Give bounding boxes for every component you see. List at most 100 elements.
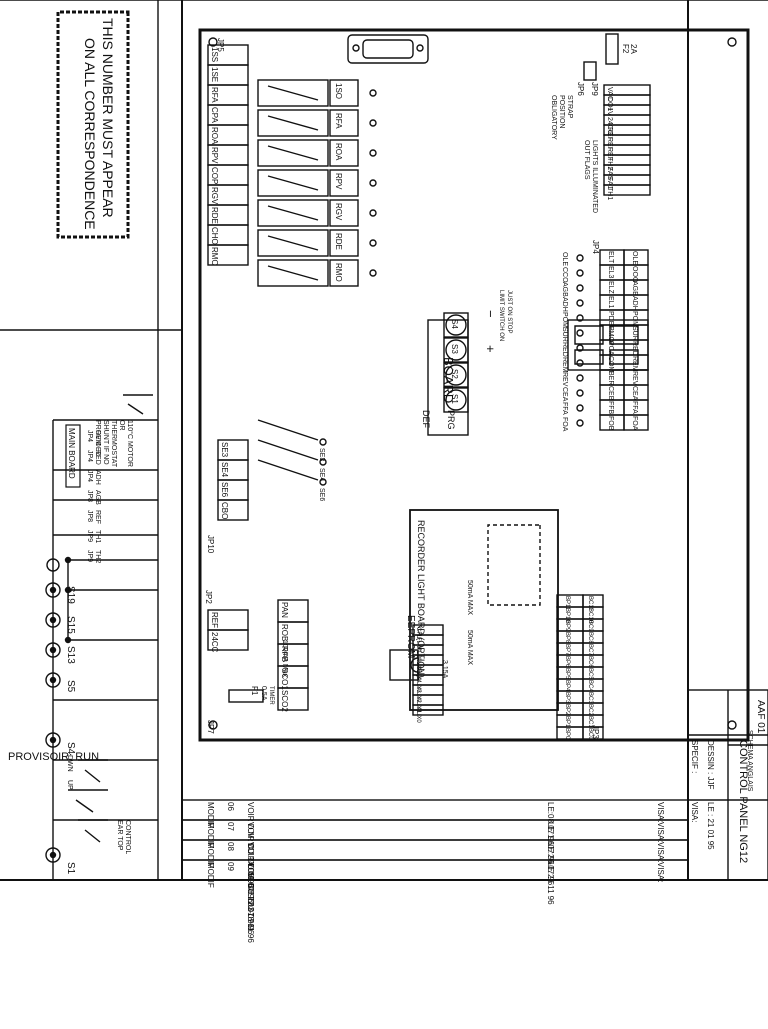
label-s13: S13: [65, 646, 76, 664]
button-label: S2: [450, 369, 459, 379]
jp5-terminal-label: 1SS: [210, 47, 219, 62]
jp9-terminal-label: DO1: [606, 97, 613, 112]
jp3-terminal-strip: BP11BP10BP9BP8BP7BP6BP5BP4BP3BP2BP1BP0BC…: [556, 594, 604, 740]
jp3-bc-label: BC0: [587, 728, 593, 740]
jp-row-label: JP8: [86, 490, 93, 502]
jp4-led-label: CEA: [561, 387, 568, 402]
relay-coil: [257, 199, 329, 227]
def-label: DEF: [421, 410, 431, 429]
eprom-right-chip: [487, 524, 541, 606]
jp9-terminal-label: REF: [606, 137, 613, 151]
jp9-terminal-label: TH2: [606, 157, 613, 170]
left-circuit: [45, 394, 158, 880]
fuse-f1: [228, 689, 264, 703]
jp9-terminal-label: 24CC: [606, 117, 613, 135]
jp3-bp-label: BP1: [564, 716, 570, 728]
jp9-terminal-label: TH1: [606, 187, 613, 200]
seven-segment-display: [567, 319, 649, 371]
jp10-terminal-label: SE4: [220, 462, 229, 478]
relay-coil: [257, 169, 329, 197]
button-circle[interactable]: [445, 389, 467, 411]
jp4-led: [576, 314, 584, 322]
fuse-f1-type: TIMER: [268, 686, 274, 705]
revision-row: [181, 839, 689, 861]
signal-row-label: TH2: [94, 550, 101, 563]
terminal-s19: [45, 582, 61, 598]
fuse-f2-label: F2: [621, 44, 630, 54]
jp10-terminal-label: CBO: [220, 502, 229, 519]
label-dwn: DWN: [66, 755, 73, 772]
recorder-title: RECORDER LIGHT BOARD (OPTION): [416, 520, 426, 678]
jp4-terminal-label: OLE: [631, 251, 638, 265]
relay-label: ROA: [334, 143, 343, 161]
revision-row: [181, 859, 689, 881]
revision-visa: VISA:: [656, 822, 665, 842]
revision-num: 08: [226, 842, 235, 851]
revision-visa: VISA:: [656, 802, 665, 822]
jp9-terminal-label: VAC: [606, 87, 613, 101]
button-circle[interactable]: [445, 364, 467, 386]
jp4-terminal-label: ELZ: [607, 281, 614, 295]
revision-num: 09: [226, 862, 235, 871]
motor-note-line: THERMOSTAT: [110, 420, 117, 468]
jp9-terminal-label: FAS: [606, 167, 613, 181]
label-s15: S15: [65, 616, 76, 634]
button-circle[interactable]: [445, 314, 467, 336]
se-switch-line: [257, 459, 319, 481]
jp3-bp-label: BP4: [564, 680, 570, 692]
relay-label: RFA: [334, 113, 343, 129]
se-switch-label: SE6: [318, 488, 325, 501]
title-ref: AAF 01: [755, 700, 766, 734]
revision-le: LE:25 07 96: [546, 842, 555, 886]
relay-coil: [257, 109, 329, 137]
recorder-terminal-label: CFL: [415, 627, 421, 639]
title-schema: SCHEMA ANGLAIS: [746, 730, 753, 792]
strap-note-line: STRAP: [566, 95, 573, 119]
jp2-label: JP2: [204, 590, 213, 604]
relay-label: RMO: [334, 263, 343, 282]
se-switch-line: [257, 419, 319, 441]
motor-note-line: PROVIDED: [94, 420, 101, 457]
relay-contact: [267, 265, 319, 281]
jp4-terminal-label: AGB: [631, 281, 638, 296]
notice-line-2: ON ALL CORRESPONDENCE: [82, 38, 98, 230]
relay-led: [369, 269, 377, 277]
revision-text: VOIR C.I. DU 11.07.96: [246, 822, 255, 903]
fuse-f1-rating: 0.5A: [260, 686, 267, 701]
jp7-terminal-label: ROB: [280, 624, 289, 641]
revision-text: VOIR D.M. DU 14.06.96 ET 03-07-96: [246, 802, 255, 935]
relay-contact: [267, 85, 319, 101]
jp3-bp-label: BP10: [564, 608, 570, 623]
jp9-label: JP9: [590, 82, 599, 96]
relay-label-box: [329, 229, 359, 257]
label-s1: S1: [65, 862, 76, 875]
just-note-line: JUST ON STOP: [506, 290, 512, 333]
jp4-led: [576, 389, 584, 397]
relay-led: [369, 149, 377, 157]
jp7-terminal-label: SCO1: [280, 668, 289, 690]
jp4-terminal-label: EL1: [607, 296, 614, 309]
revision-code: MODIF: [206, 822, 215, 848]
se-switch-label: SE3: [318, 448, 325, 461]
signal-row-label: TH1: [94, 530, 101, 543]
jp4-terminal-box: [599, 414, 625, 431]
title-main: CONTROL PANEL NG12: [737, 740, 749, 863]
recorder-terminal-label: FLM: [415, 637, 421, 649]
board-title: BOARD: [441, 357, 456, 403]
button-circle[interactable]: [445, 339, 467, 361]
relay-led: [369, 89, 377, 97]
jp4-terminal-label: ELT: [607, 251, 614, 264]
revision-text: VOIR C.I. DU 18.11.96: [246, 862, 255, 943]
revision-code: MODIF: [206, 862, 215, 888]
fuse-f1-label: F1: [250, 686, 259, 696]
jp9-terminal-box: [603, 184, 651, 196]
jp4-terminal-label: FOB: [607, 416, 614, 431]
db9-connector: [347, 34, 429, 64]
